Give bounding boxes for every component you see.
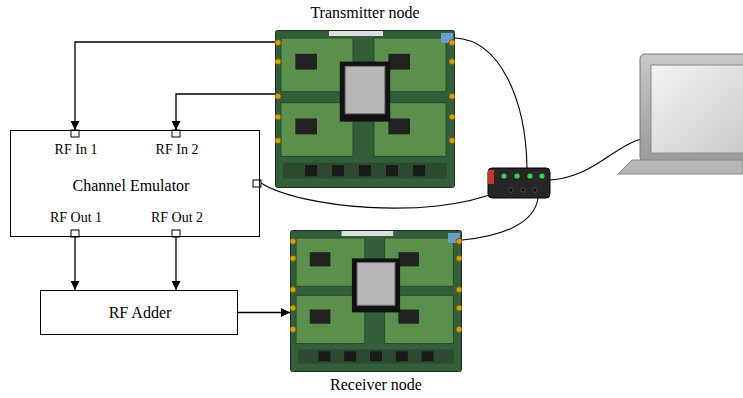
sma-connector: [275, 114, 281, 120]
rf-port: [71, 130, 79, 137]
switch-port: [509, 188, 513, 192]
sma-connector: [290, 326, 296, 332]
chip: [310, 252, 331, 266]
sma-connector: [290, 238, 296, 244]
port-label: RF Out 1: [50, 210, 102, 226]
node-heading: Transmitter node: [310, 4, 419, 22]
pcb: [276, 31, 455, 188]
power-strip: [283, 163, 447, 179]
switch-led: [527, 173, 532, 178]
sma-connector: [275, 138, 281, 144]
power-strip: [298, 349, 454, 363]
sma-connector: [456, 238, 462, 244]
component: [422, 351, 434, 361]
sma-connector: [275, 93, 281, 99]
component: [332, 165, 344, 176]
sma-connector: [449, 138, 455, 144]
switch-led: [514, 173, 519, 178]
switch-led: [539, 173, 544, 178]
fpga-chip: [340, 62, 390, 122]
laptop-screen: [651, 65, 743, 153]
switch-port: [533, 188, 537, 192]
chip: [388, 118, 410, 134]
chip: [310, 310, 331, 324]
port-label: RF In 1: [55, 142, 98, 158]
sma-connector: [456, 305, 462, 311]
signal-arrow: [175, 237, 176, 290]
component: [344, 351, 356, 361]
fpga-chip: [352, 258, 400, 312]
board-picture: [290, 230, 462, 372]
sma-connector: [449, 114, 455, 120]
sma-connector: [275, 59, 281, 65]
rf-port: [172, 230, 180, 237]
receiver-board: Receiver node: [290, 230, 462, 398]
channel-emulator-box: RF In 1 RF In 2 Channel Emulator RF Out 1 RF…: [10, 130, 260, 237]
sma-connector: [456, 326, 462, 332]
pcb: [291, 231, 462, 372]
laptop-lid: [640, 54, 743, 162]
header: [342, 231, 394, 236]
network-cable: [462, 198, 538, 240]
component: [318, 351, 330, 361]
laptop-base: [618, 160, 743, 174]
sma-connector: [275, 40, 281, 46]
fpga-lid: [357, 263, 395, 306]
port-label: RF Out 2: [151, 210, 203, 226]
rf-port: [71, 230, 79, 237]
switch-led: [501, 173, 506, 178]
sma-connector: [456, 255, 462, 261]
header: [329, 31, 383, 36]
component: [370, 351, 382, 361]
rf-port: [172, 130, 180, 137]
sma-connector: [290, 287, 296, 293]
box-title: RF Adder: [109, 304, 172, 322]
signal-arrow: [75, 42, 275, 130]
fpga-lid: [345, 66, 385, 113]
board-picture: [275, 30, 455, 188]
component: [413, 165, 425, 176]
component: [396, 351, 408, 361]
switch-led: [488, 170, 494, 184]
sma-connector: [290, 255, 296, 261]
network-cable: [455, 38, 527, 168]
sma-connector: [449, 40, 455, 46]
chip: [295, 54, 317, 70]
transmitter-board: Transmitter node: [275, 4, 455, 188]
chip: [398, 252, 419, 266]
network-switch: [488, 168, 550, 198]
box-title: Channel Emulator: [73, 177, 190, 195]
component: [305, 165, 317, 176]
chip: [388, 54, 410, 70]
component: [386, 165, 398, 176]
chip: [398, 310, 419, 324]
node-heading: Receiver node: [330, 376, 422, 394]
port-label: RF In 2: [156, 142, 199, 158]
switch-port: [521, 188, 525, 192]
sma-connector: [449, 93, 455, 99]
component: [359, 165, 371, 176]
chip: [295, 118, 317, 134]
sma-connector: [449, 59, 455, 65]
sma-connector: [290, 305, 296, 311]
sma-connector: [456, 287, 462, 293]
signal-arrow: [176, 94, 275, 130]
signal-arrow: [74, 237, 75, 290]
rf-adder-box: RF Adder: [40, 290, 238, 335]
signal-arrow: [238, 312, 290, 313]
